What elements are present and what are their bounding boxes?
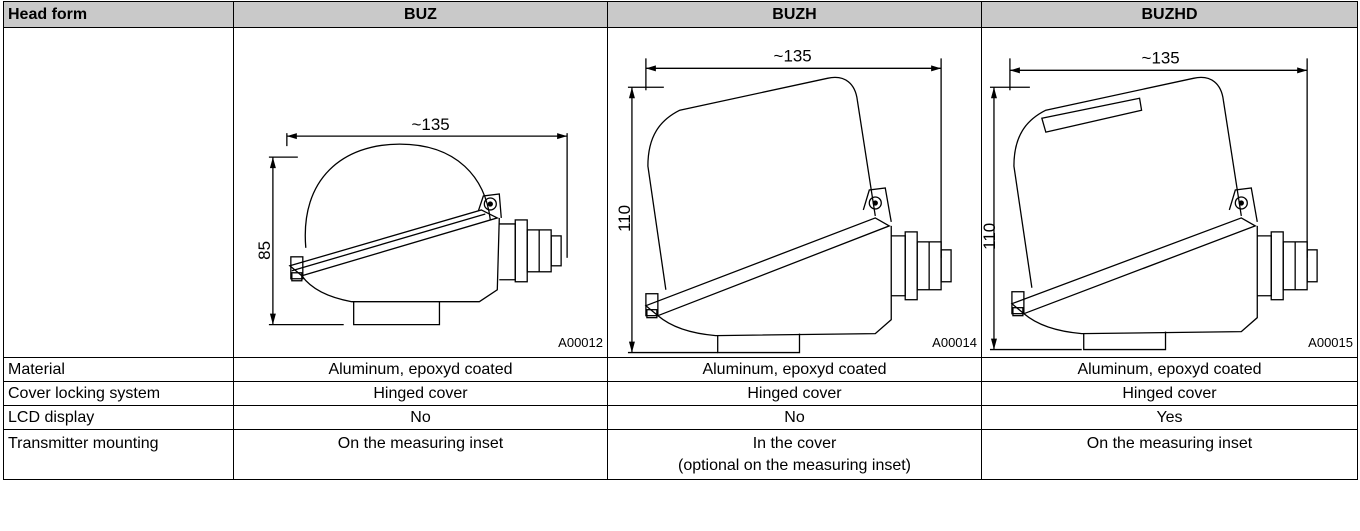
row-label: Material [3, 357, 234, 382]
table-cell: Aluminum, epoxyd coated [981, 357, 1358, 382]
drawing-buz-cell: ~135 85 [233, 27, 608, 358]
table-row-material: Material Aluminum, epoxyd coated Aluminu… [3, 357, 1358, 382]
buzh-width-label: ~135 [774, 46, 812, 65]
drawing-code-buzhd: A00015 [1308, 335, 1353, 350]
cell-line: In the cover [752, 435, 837, 452]
table-cell: No [233, 405, 608, 430]
row-label: LCD display [3, 405, 234, 430]
table-cell: On the measuring inset [981, 429, 1358, 480]
buzh-height-label: 110 [615, 205, 634, 232]
buz-width-label: ~135 [412, 115, 450, 134]
buz-head-drawing: ~135 85 [255, 115, 568, 326]
cell-line-note: (optional on the measuring inset) [677, 457, 912, 474]
drawing-row: ~135 85 [3, 27, 1358, 358]
table-cell: Aluminum, epoxyd coated [607, 357, 982, 382]
row-label: Transmitter mounting [3, 429, 234, 480]
drawing-buzhd-cell: ~135 110 [981, 27, 1358, 358]
drawing-row-label [3, 27, 234, 358]
table-cell: Hinged cover [981, 381, 1358, 406]
drawing-buzh-cell: ~135 110 [607, 27, 982, 358]
buzh-head-drawing: ~135 110 [615, 46, 952, 354]
table-cell: Aluminum, epoxyd coated [233, 357, 608, 382]
table-cell: Yes [981, 405, 1358, 430]
buzhd-width-label: ~135 [1142, 48, 1180, 67]
drawing-code-buz: A00012 [558, 335, 603, 350]
table-row-cover-locking: Cover locking system Hinged cover Hinged… [3, 381, 1358, 406]
table-cell: In the cover (optional on the measuring … [607, 429, 982, 480]
table-cell: Hinged cover [233, 381, 608, 406]
buzhd-height-label: 110 [982, 223, 999, 250]
header-buzhd: BUZHD [981, 1, 1358, 28]
table-row-transmitter-mounting: Transmitter mounting On the measuring in… [3, 429, 1358, 480]
header-buzh: BUZH [607, 1, 982, 28]
header-buz: BUZ [233, 1, 608, 28]
row-label: Cover locking system [3, 381, 234, 406]
head-form-table: Head form BUZ BUZH BUZHD ~135 [3, 1, 1358, 480]
table-cell: On the measuring inset [233, 429, 608, 480]
buz-height-label: 85 [255, 241, 274, 260]
table-cell: No [607, 405, 982, 430]
table-cell: Hinged cover [607, 381, 982, 406]
header-head-form: Head form [3, 1, 234, 28]
drawing-code-buzh: A00014 [932, 335, 977, 350]
buzhd-head-drawing: ~135 110 [982, 48, 1318, 351]
table-header-row: Head form BUZ BUZH BUZHD [3, 1, 1358, 28]
table-row-lcd-display: LCD display No No Yes [3, 405, 1358, 430]
